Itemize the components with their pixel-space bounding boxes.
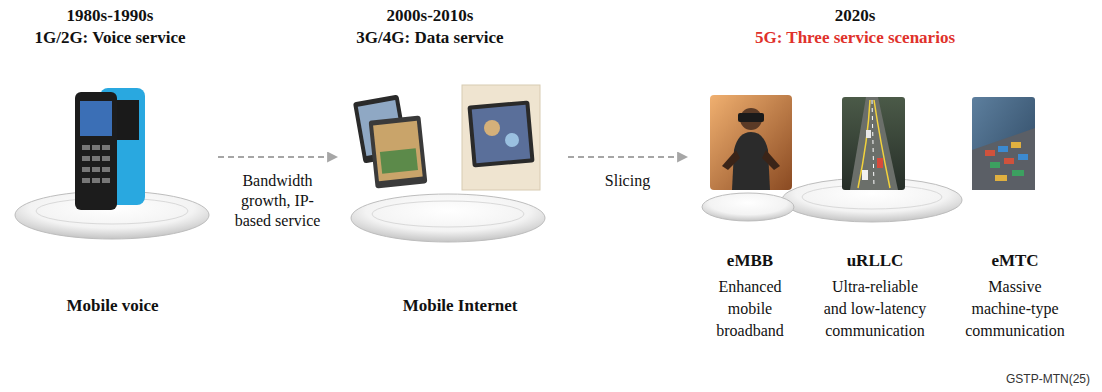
tablet-photo-frame — [462, 85, 540, 190]
tablet-screen — [373, 121, 423, 181]
scenario-name: eMBB — [690, 250, 810, 271]
container — [998, 146, 1008, 152]
scenario-name: uRLLC — [810, 250, 940, 271]
connector-group — [218, 157, 687, 158]
tablet-photo — [380, 148, 418, 174]
road-photo — [842, 97, 905, 190]
vr-headset — [738, 113, 764, 122]
dock — [972, 128, 1035, 190]
black-phone — [75, 92, 117, 210]
tablet — [369, 115, 428, 188]
port-picture — [972, 97, 1035, 190]
generation-stage: 1980s-1990s1G/2G: Voice serviceMobile vo… — [10, 5, 215, 325]
phone-key — [102, 167, 110, 172]
dashed-arrow — [218, 156, 337, 158]
platform-disc — [351, 194, 545, 242]
signal-line — [874, 100, 890, 188]
era-heading: 1980s-1990s — [10, 5, 210, 26]
vr-photo — [710, 95, 792, 190]
phone-key — [92, 178, 100, 183]
phone-key — [82, 145, 90, 150]
generation-heading: 1G/2G: Voice service — [10, 27, 210, 48]
road-picture — [842, 97, 905, 190]
stage-caption: Mobile voice — [10, 295, 215, 316]
container — [1012, 170, 1024, 176]
era-heading: 2000s-2010s — [340, 5, 520, 26]
port-photo — [972, 97, 1035, 190]
phone-picture — [75, 88, 145, 210]
phone-key — [82, 156, 90, 161]
car — [866, 130, 871, 138]
tablet-picture — [353, 85, 540, 190]
phone-key — [102, 156, 110, 161]
container — [1011, 142, 1021, 148]
person-body — [732, 132, 770, 190]
scenario-description: Ultra-reliable and low-latency communica… — [820, 276, 930, 342]
era-heading: 2020s — [690, 5, 1020, 26]
service-scenario: uRLLC Ultra-reliable and low-latency comm… — [810, 250, 940, 350]
container — [990, 162, 1000, 168]
edge-label: Bandwidth growth, IP-based service — [232, 171, 324, 231]
container — [985, 150, 995, 156]
container — [995, 175, 1007, 181]
phone-key — [92, 167, 100, 172]
phone-key — [92, 145, 100, 150]
phone-key — [92, 156, 100, 161]
car — [862, 170, 868, 180]
generation-stage: 2000s-2010s3G/4G: Data serviceMobile Int… — [340, 5, 565, 325]
scenario-description: Massive machine-type communication — [960, 276, 1070, 342]
phone-key — [82, 167, 90, 172]
signal-line — [858, 100, 870, 188]
tablet — [467, 100, 534, 167]
screen-icon — [505, 133, 519, 147]
generation-heading: 5G: Three service scenarios — [690, 27, 1020, 48]
container — [1004, 158, 1014, 164]
stage-caption: Mobile Internet — [370, 295, 550, 316]
car — [877, 158, 883, 168]
platform-rim — [372, 201, 524, 227]
generation-stage: 2020s5G: Three service scenarios eMBB Enha… — [690, 5, 1095, 350]
phone-key — [102, 145, 110, 150]
person-arm — [762, 150, 780, 170]
scenario-name: eMTC — [940, 250, 1090, 271]
phone-screen — [80, 101, 112, 136]
lane-mark — [872, 100, 874, 188]
scenario-description: Enhanced mobile broadband — [709, 276, 791, 342]
phone-key — [82, 178, 90, 183]
screen-icon — [484, 120, 500, 136]
tablet-screen — [472, 105, 531, 164]
person-arm — [722, 150, 740, 170]
dashed-arrow — [568, 156, 687, 158]
platform-disc — [702, 193, 794, 221]
container — [1018, 154, 1028, 160]
phone-key — [102, 178, 110, 183]
road — [850, 97, 898, 190]
service-scenario: eMTC Massive machine-type communication — [940, 250, 1090, 350]
vr-picture — [710, 95, 792, 190]
source-note: GSTP-MTN(25) — [960, 372, 1090, 386]
edge-label: Slicing — [582, 171, 674, 191]
generation-heading: 3G/4G: Data service — [340, 27, 520, 48]
service-scenario: eMBB Enhanced mobile broadband — [690, 250, 810, 350]
